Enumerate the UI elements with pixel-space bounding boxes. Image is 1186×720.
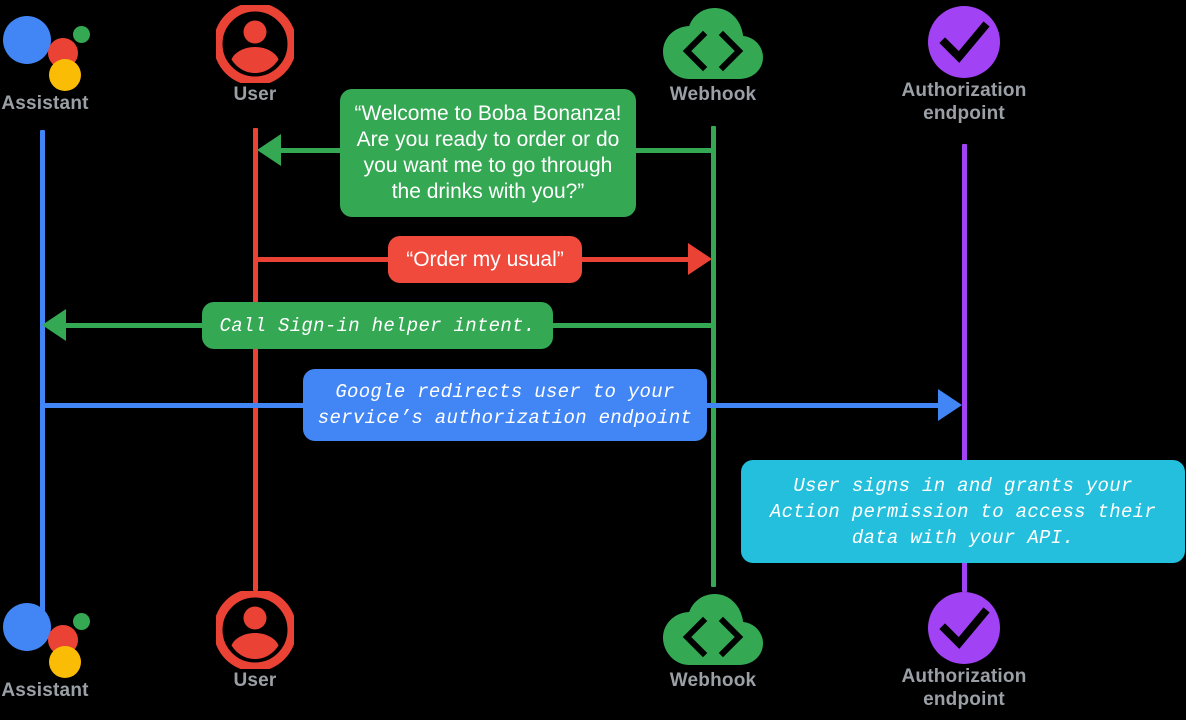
message-bubble-welcome: “Welcome to Boba Bonanza! Are you ready … — [340, 89, 636, 217]
purple-checkmark-icon — [928, 6, 1000, 78]
actor-label-assistant: Assistant — [1, 93, 89, 114]
actor-label-assistant-bottom: Assistant — [1, 680, 89, 701]
lifeline-webhook — [711, 126, 716, 587]
lifeline-assistant — [40, 130, 45, 615]
cloud-code-icon — [663, 594, 763, 665]
message-arrowhead-order — [688, 243, 712, 275]
actor-authorization-bottom: Authorization endpoint — [869, 591, 1059, 711]
actor-webhook-top: Webhook — [618, 5, 808, 106]
actor-label-webhook: Webhook — [669, 84, 757, 105]
lifeline-user — [253, 128, 258, 591]
lifeline-authorization — [962, 144, 967, 592]
actor-label-authorization: Authorization endpoint — [901, 80, 1027, 124]
actor-label-webhook-bottom: Webhook — [669, 670, 757, 691]
purple-checkmark-icon — [928, 592, 1000, 664]
actor-label-user-bottom: User — [233, 670, 277, 691]
cloud-code-icon — [663, 8, 763, 79]
google-assistant-icon — [1, 8, 90, 92]
user-avatar-icon — [216, 5, 294, 83]
message-bubble-signin: Call Sign-in helper intent. — [202, 302, 553, 349]
actor-label-user: User — [233, 84, 277, 105]
message-bubble-order: “Order my usual” — [388, 236, 582, 283]
actor-user-bottom: User — [160, 591, 350, 692]
actor-webhook-bottom: Webhook — [618, 591, 808, 692]
actor-assistant-top: Assistant — [0, 8, 140, 115]
message-bubble-user-signs-in: User signs in and grants your Action per… — [741, 460, 1185, 563]
google-assistant-icon — [1, 595, 90, 679]
message-arrowhead-redirect — [938, 389, 962, 421]
actor-user-top: User — [160, 5, 350, 106]
message-arrowhead-signin — [42, 309, 66, 341]
message-bubble-redirect: Google redirects user to your service’s … — [303, 369, 707, 441]
user-avatar-icon — [216, 591, 294, 669]
actor-authorization-top: Authorization endpoint — [869, 5, 1059, 125]
actor-label-authorization-bottom: Authorization endpoint — [901, 666, 1027, 710]
actor-assistant-bottom: Assistant — [0, 595, 140, 702]
message-arrowhead-welcome — [257, 134, 281, 166]
